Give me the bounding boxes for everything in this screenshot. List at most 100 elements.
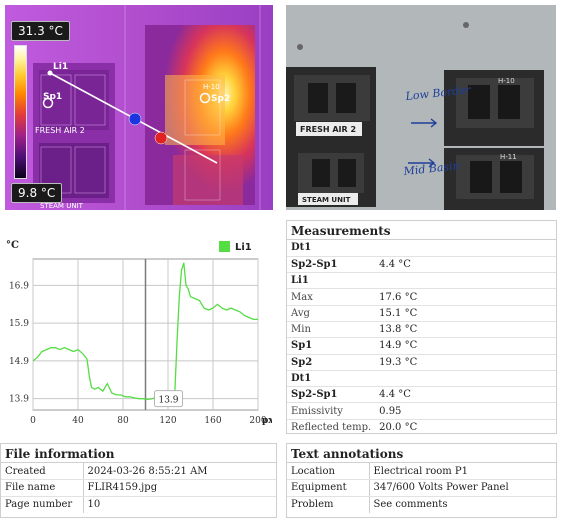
annotation-value: 347/600 Volts Power Panel xyxy=(369,479,556,497)
x-tick-label: 40 xyxy=(72,416,84,426)
file-info-title: File information xyxy=(1,444,276,463)
legend-swatch-li1 xyxy=(219,241,230,252)
file-info-value: FLIR4159.jpg xyxy=(83,479,276,497)
x-tick-label: 160 xyxy=(204,416,221,426)
measurement-row: Dt1 xyxy=(287,370,556,388)
cursor-value-label: 13.9 xyxy=(158,396,178,406)
series-line-li1 xyxy=(32,262,258,401)
photo-h10-text: H-10 xyxy=(498,77,515,85)
photo-fresh-air-text: FRESH AIR 2 xyxy=(300,125,356,134)
sp1-marker-label: Sp1 xyxy=(43,92,62,102)
measurement-label: Li1 xyxy=(287,272,376,290)
x-tick-label: 80 xyxy=(117,416,129,426)
measurement-label: Min xyxy=(287,321,376,339)
measurement-label: Avg xyxy=(287,305,376,322)
measurement-label: Sp2-Sp1 xyxy=(287,386,376,404)
measurement-value: 4.4 °C xyxy=(375,256,556,274)
annotation-label: Location xyxy=(287,463,370,480)
line-profile-chart: 0 40 80 120 160 200 13.9 14.9 15.9 16.9 °C px Li1 13.… xyxy=(0,232,274,432)
thermal-image: FRESH AIR 2 STEAM UNIT H-10 Li1 Sp1 Sp2 … xyxy=(5,5,273,210)
y-tick-label: 14.9 xyxy=(9,357,29,367)
photo-h11-text: H-11 xyxy=(500,153,517,161)
measurement-label: Dt1 xyxy=(287,240,376,257)
measurement-row: Reflected temp. 20.0 °C xyxy=(287,419,556,435)
measurement-row: Li1 xyxy=(287,272,556,290)
measurement-label: Max xyxy=(287,288,376,306)
visual-photo: FRESH AIR 2 STEAM UNIT H-10 H-11 Low Bor… xyxy=(286,5,556,210)
measurement-value: 19.3 °C xyxy=(375,354,556,371)
measurement-value: 20.0 °C xyxy=(379,422,418,434)
measurement-value xyxy=(375,370,556,388)
measurement-label: Sp2-Sp1 xyxy=(287,256,376,274)
cursor-value-box xyxy=(154,390,183,408)
thermal-fresh-air-text: FRESH AIR 2 xyxy=(35,126,85,135)
annotation-value: Electrical room P1 xyxy=(369,463,556,480)
line-profile-chart-svg: 0 40 80 120 160 200 13.9 14.9 15.9 16.9 °C px Li1 13.… xyxy=(6,240,274,426)
x-tick-label: 0 xyxy=(30,416,36,426)
file-info-value: 10 xyxy=(87,499,101,510)
thermal-h10-text: H-10 xyxy=(203,83,220,91)
file-info-label: Created xyxy=(1,463,84,480)
x-axis-label: px xyxy=(262,416,272,426)
measurements-title: Measurements xyxy=(287,221,556,240)
thermal-steam-text: STEAM UNIT xyxy=(40,202,84,210)
measurement-label: Sp1 xyxy=(287,337,376,355)
y-tick-label: 15.9 xyxy=(9,319,29,329)
measurement-value: 14.9 °C xyxy=(375,337,556,355)
measurement-label: Sp2 xyxy=(287,354,376,371)
file-info-label: Page number xyxy=(1,496,84,513)
min-temp-badge: 9.8 °C xyxy=(11,183,63,203)
measurement-value: 17.6 °C xyxy=(375,288,556,306)
li1-marker-label: Li1 xyxy=(53,62,68,72)
line-start-point xyxy=(47,70,53,76)
y-tick-label: 16.9 xyxy=(9,281,29,291)
measurement-value: 15.1 °C xyxy=(375,305,556,322)
legend-label-li1: Li1 xyxy=(235,242,252,253)
max-temp-badge: 31.3 °C xyxy=(11,21,70,41)
file-info-value: 2024-03-26 8:55:21 AM xyxy=(83,463,276,480)
annotation-label: Equipment xyxy=(287,479,370,497)
measurement-value: 13.8 °C xyxy=(375,321,556,339)
photo-steam-text: STEAM UNIT xyxy=(302,196,351,204)
max-temp-marker xyxy=(154,131,168,145)
color-scale-bar xyxy=(14,45,27,179)
y-axis-label: °C xyxy=(6,240,19,251)
photo-note-mid-basin: Mid Basin xyxy=(402,159,460,178)
x-tick-label: 200 xyxy=(249,416,266,426)
annotation-label: Problem xyxy=(287,496,370,513)
measurement-value xyxy=(375,272,556,290)
annotation-value: See comments xyxy=(373,499,448,510)
x-tick-label: 120 xyxy=(159,416,176,426)
sp1-marker xyxy=(42,97,54,109)
measurement-row: Dt1 xyxy=(287,240,556,257)
y-tick-label: 13.9 xyxy=(9,395,29,405)
sp2-marker xyxy=(199,92,211,104)
measurement-label: Reflected temp. xyxy=(291,422,372,434)
text-annotations-title: Text annotations xyxy=(287,444,556,463)
min-temp-marker xyxy=(128,112,142,126)
measurement-label: Dt1 xyxy=(287,370,376,388)
sp2-marker-label: Sp2 xyxy=(211,94,230,104)
measurement-value: 0.95 xyxy=(375,402,556,420)
measurement-label: Emissivity xyxy=(287,402,376,420)
file-info-label: File name xyxy=(1,479,84,497)
